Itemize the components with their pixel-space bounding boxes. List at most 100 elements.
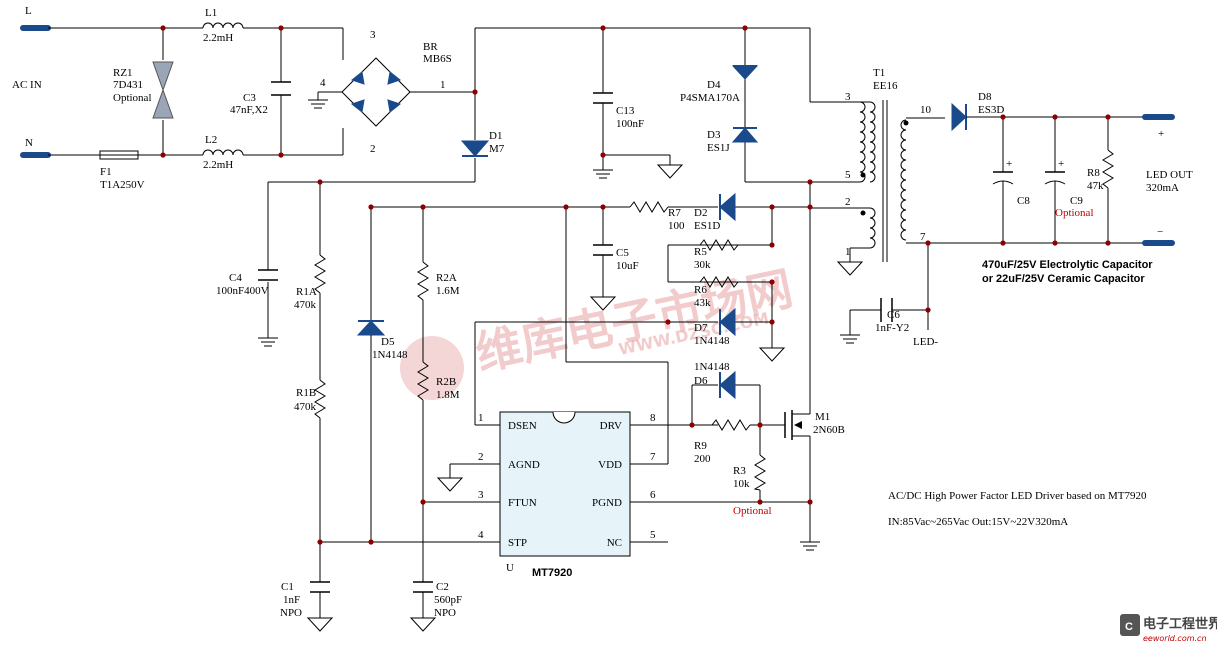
out-minus: − — [1157, 226, 1163, 238]
br-pin-3: 3 — [370, 29, 376, 41]
ic-pin-name: AGND — [508, 459, 540, 471]
ic-ref: U — [506, 562, 514, 574]
c4-value: 100nF400V — [216, 285, 269, 297]
d5-ref: D5 — [381, 336, 395, 348]
l2-value: 2.2mH — [203, 159, 233, 171]
r2-divider: R2A 1.6M R2B 1.8M — [417, 207, 460, 582]
junction-dot — [472, 89, 478, 95]
cap-note-1: 470uF/25V Electrolytic Capacitor — [982, 259, 1153, 271]
r6-value: 43k — [694, 297, 711, 309]
rz1-note: Optional — [113, 92, 152, 104]
ic-pin-num: 8 — [650, 412, 656, 424]
logo-cn: 电子工程世界 — [1143, 616, 1217, 632]
r5-resistor: R5 30k — [694, 239, 739, 271]
c2-ref: C2 — [436, 581, 449, 593]
ic-pin-name: DRV — [600, 420, 622, 432]
svg-text:C: C — [1125, 621, 1133, 633]
m1-ref: M1 — [815, 411, 830, 423]
t1-value: EE16 — [873, 80, 898, 92]
r9-value: 200 — [694, 453, 711, 465]
junction-dot — [925, 307, 931, 313]
d7-diode: D7 1N4148 — [694, 307, 786, 362]
ic-pin-num: 3 — [478, 489, 484, 501]
r7-resistor: R7 100 — [629, 201, 685, 232]
d7-value: 1N4148 — [694, 335, 730, 347]
junction-dot — [1000, 240, 1006, 246]
t1-pin-10: 10 — [920, 104, 932, 116]
d1-value: M7 — [489, 143, 505, 155]
c2-capacitor: C2 560pF NPO — [409, 581, 462, 632]
line-label: L — [25, 5, 32, 17]
junction-dot — [600, 204, 606, 210]
c4-ref: C4 — [229, 272, 242, 284]
r6-resistor: R6 43k — [694, 276, 739, 309]
ic-pin-num: 4 — [478, 529, 484, 541]
br-pin-2: 2 — [370, 143, 376, 155]
d1-diode: D1 M7 — [460, 130, 505, 157]
r8-value: 47k — [1087, 180, 1104, 192]
junction-dot — [1105, 240, 1111, 246]
ic-pin-num: 5 — [650, 529, 656, 541]
ic-pin-num: 6 — [650, 489, 656, 501]
led-output: + − LED OUT 320mA 470uF/25V Electrolytic… — [982, 114, 1193, 285]
d5-value: 1N4148 — [372, 349, 408, 361]
d6-value: 1N4148 — [694, 361, 730, 373]
l2-ref: L2 — [205, 134, 217, 146]
d6-ref: D6 — [694, 375, 708, 387]
junction-dot — [1052, 114, 1058, 120]
r7-ref: R7 — [668, 207, 681, 219]
t1-pin-7: 7 — [920, 231, 926, 243]
junction-dot — [769, 279, 775, 285]
ic-pin-name: PGND — [592, 497, 622, 509]
f1-ref: F1 — [100, 166, 112, 178]
c2-type: NPO — [434, 607, 456, 619]
d8-diode: D8 ES3D — [951, 91, 1112, 132]
ic-pin-num: 7 — [650, 451, 656, 463]
neutral-label: N — [25, 137, 33, 149]
d3-ref: D3 — [707, 129, 721, 141]
junction-dot — [600, 152, 606, 158]
description-spec: IN:85Vac~265Vac Out:15V~22V320mA — [888, 516, 1068, 528]
d8-ref: D8 — [978, 91, 992, 103]
rz1-varistor: RZ1 7D431 Optional — [113, 61, 174, 119]
hv-bus — [267, 27, 860, 410]
c5-value: 10uF — [616, 260, 639, 272]
d7-ref: D7 — [694, 322, 708, 334]
c13-value: 100nF — [616, 118, 644, 130]
svg-text:+: + — [1006, 158, 1012, 170]
br-ref: BR — [423, 41, 438, 53]
c6-ref: C6 — [887, 309, 900, 321]
br-value: MB6S — [423, 53, 452, 65]
d8-value: ES3D — [978, 104, 1004, 116]
eeworld-logo: C 电子工程世界 eeworld.com.cn — [1120, 614, 1217, 643]
r2b-ref: R2B — [436, 376, 456, 388]
junction-dot — [807, 499, 813, 505]
c6-ycap: C6 1nF-Y2 LED- — [840, 243, 938, 348]
r1b-ref: R1B — [296, 387, 316, 399]
r1a-value: 470k — [294, 299, 317, 311]
input-wiring — [48, 27, 344, 156]
junction-dot — [563, 204, 569, 210]
junction-dot — [278, 25, 284, 31]
f1-value: T1A250V — [100, 179, 145, 191]
c1-ref: C1 — [281, 581, 294, 593]
junction-dot — [1052, 240, 1058, 246]
ic-pin-name: VDD — [598, 459, 622, 471]
m1-value: 2N60B — [813, 424, 845, 436]
junction-dot — [807, 204, 813, 210]
r2a-ref: R2A — [436, 272, 457, 284]
ic-pin-name: FTUN — [508, 497, 537, 509]
svg-text:+: + — [1058, 158, 1064, 170]
c3-value: 47nF,X2 — [230, 104, 268, 116]
junction-dot — [1105, 114, 1111, 120]
cap-note-2: or 22uF/25V Ceramic Capacitor — [982, 273, 1145, 285]
junction-dot — [368, 204, 374, 210]
description: AC/DC High Power Factor LED Driver based… — [888, 490, 1147, 528]
junction-dot — [160, 25, 166, 31]
junction-dots — [160, 25, 1111, 545]
ic-pin-num: 2 — [478, 451, 484, 463]
c9-capacitor: + C9 Optional — [1044, 117, 1094, 243]
junction-dot — [420, 499, 426, 505]
junction-dot — [420, 204, 426, 210]
